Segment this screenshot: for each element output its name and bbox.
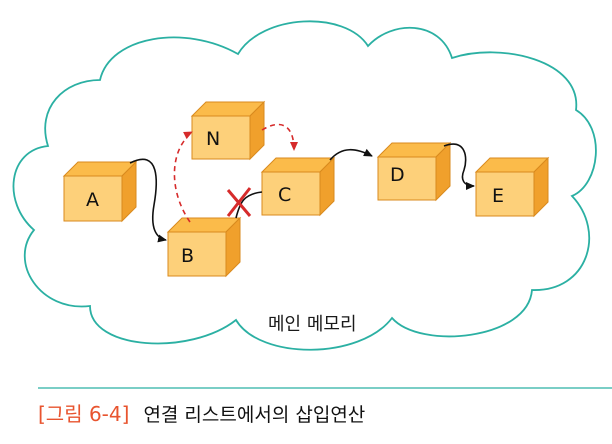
node-label-N: N <box>206 128 220 150</box>
node-box-E: E <box>474 156 550 218</box>
link-B-to-C-removed <box>235 191 263 219</box>
main-memory-cloud <box>12 20 597 351</box>
figure-number: [그림 6-4] <box>38 402 130 426</box>
node-label-C: C <box>278 184 291 206</box>
node-label-A: A <box>86 189 99 211</box>
link-A-to-B-arrow <box>129 158 167 243</box>
node-box-C: C <box>260 156 336 217</box>
node-box-D: D <box>376 141 452 202</box>
link-D-to-E-arrow <box>443 143 475 190</box>
broken-link-cross-icon <box>226 187 252 217</box>
node-label-E: E <box>492 185 504 207</box>
node-label-B: B <box>181 245 194 267</box>
node-box-A: A <box>62 160 138 223</box>
node-box-N: N <box>190 100 266 161</box>
figure-caption-text: 연결 리스트에서의 삽입연산 <box>143 404 366 426</box>
new-link-N-to-C-arrow <box>261 123 298 151</box>
new-link-B-to-N-arrow <box>173 131 193 223</box>
link-C-to-D-arrow <box>329 148 373 161</box>
node-label-D: D <box>390 164 405 186</box>
node-box-B: B <box>166 216 242 278</box>
main-memory-label: 메인 메모리 <box>268 314 357 335</box>
figure-caption: [그림 6-4] 연결 리스트에서의 삽입연산 <box>38 398 365 427</box>
